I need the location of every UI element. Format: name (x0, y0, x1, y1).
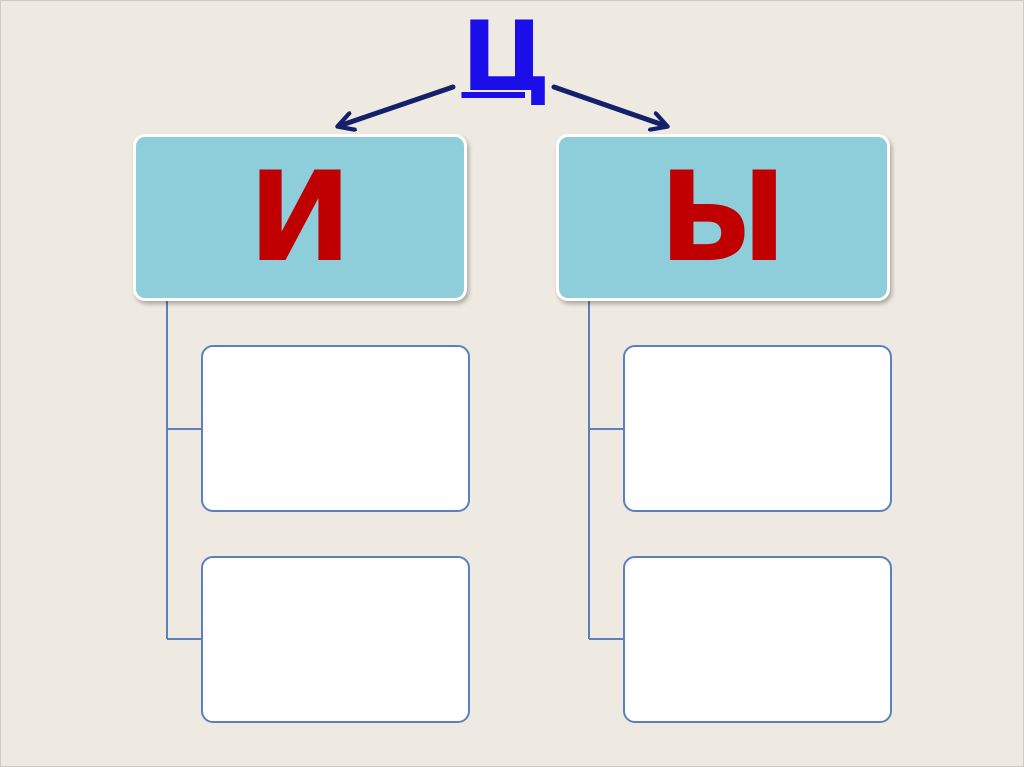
branch-header-right: Ы (556, 134, 890, 301)
arrow-left (339, 84, 456, 126)
child-box-right-1 (623, 345, 892, 512)
arrow-right (551, 84, 666, 126)
branch-header-left: И (133, 134, 467, 301)
child-box-left-1 (201, 345, 470, 512)
root-letter: Ц (461, 1, 551, 113)
child-box-left-2 (201, 556, 470, 723)
child-box-right-2 (623, 556, 892, 723)
